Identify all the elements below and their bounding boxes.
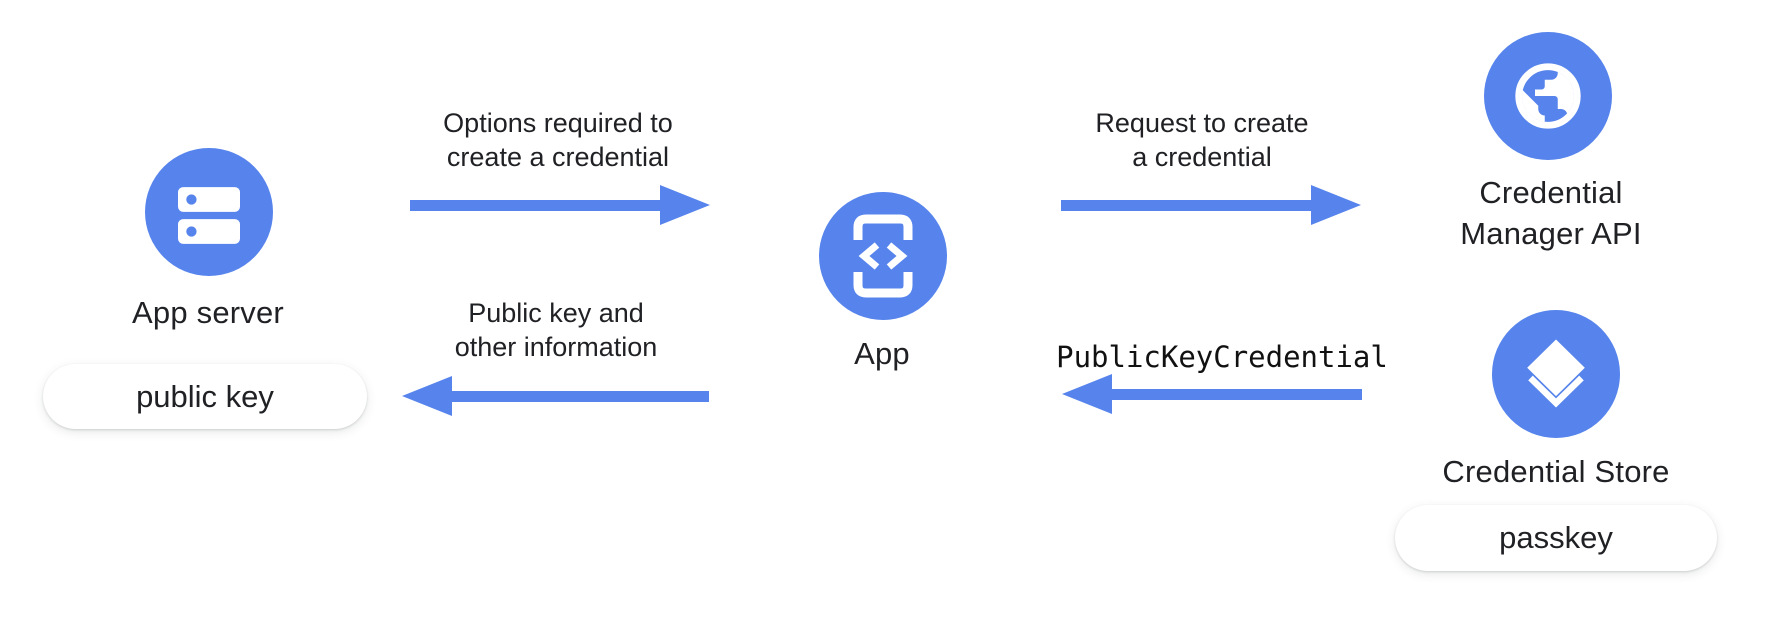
arrow-label-public-key-info: Public key and other information	[406, 296, 706, 364]
arrow-options-body	[410, 200, 662, 211]
arrow-label-request-line1: Request to create	[1095, 108, 1309, 138]
app-circle	[819, 192, 947, 320]
server-icon	[178, 186, 240, 244]
app-server-circle	[145, 148, 273, 276]
arrow-label-publickeycredential: PublicKeyCredential	[1056, 340, 1388, 374]
app-server-label: App server	[132, 295, 284, 330]
arrow-label-request: Request to create a credential	[1052, 106, 1352, 174]
passkey-badge-text: passkey	[1499, 520, 1613, 555]
public-key-badge-text: public key	[136, 378, 274, 414]
credential-store-label: Credential Store	[1442, 454, 1670, 489]
credential-manager-api-label-line1: Credential	[1479, 175, 1623, 210]
arrow-request-head-right-icon	[1311, 185, 1361, 225]
globe-icon	[1509, 57, 1587, 135]
arrow-label-public-key-info-line1: Public key and	[468, 298, 644, 328]
credential-store-circle	[1492, 310, 1620, 438]
arrow-request-body	[1061, 200, 1313, 211]
arrow-options-head-right-icon	[660, 185, 710, 225]
passkey-badge: passkey	[1395, 505, 1717, 571]
arrow-label-options-line2: create a credential	[446, 142, 670, 172]
arrow-publickeycredential-head-left-icon	[1062, 374, 1112, 414]
arrow-label-public-key-info-line2: other information	[454, 332, 658, 362]
arrow-public-key-info-body	[450, 391, 709, 402]
credential-manager-api-label-line2: Manager API	[1460, 216, 1642, 251]
credential-manager-api-label: Credential Manager API	[1421, 172, 1681, 254]
phone-code-icon	[853, 214, 913, 298]
app-label: App	[854, 336, 910, 371]
arrow-publickeycredential-body	[1110, 389, 1362, 400]
arrow-public-key-info-head-left-icon	[402, 376, 452, 416]
arrow-label-request-line2: a credential	[1132, 142, 1272, 172]
arrow-label-options: Options required to create a credential	[408, 106, 708, 174]
arrow-label-options-line1: Options required to	[443, 108, 673, 138]
public-key-badge: public key	[43, 364, 367, 429]
credential-manager-api-circle	[1484, 32, 1612, 160]
layers-icon	[1526, 339, 1586, 409]
